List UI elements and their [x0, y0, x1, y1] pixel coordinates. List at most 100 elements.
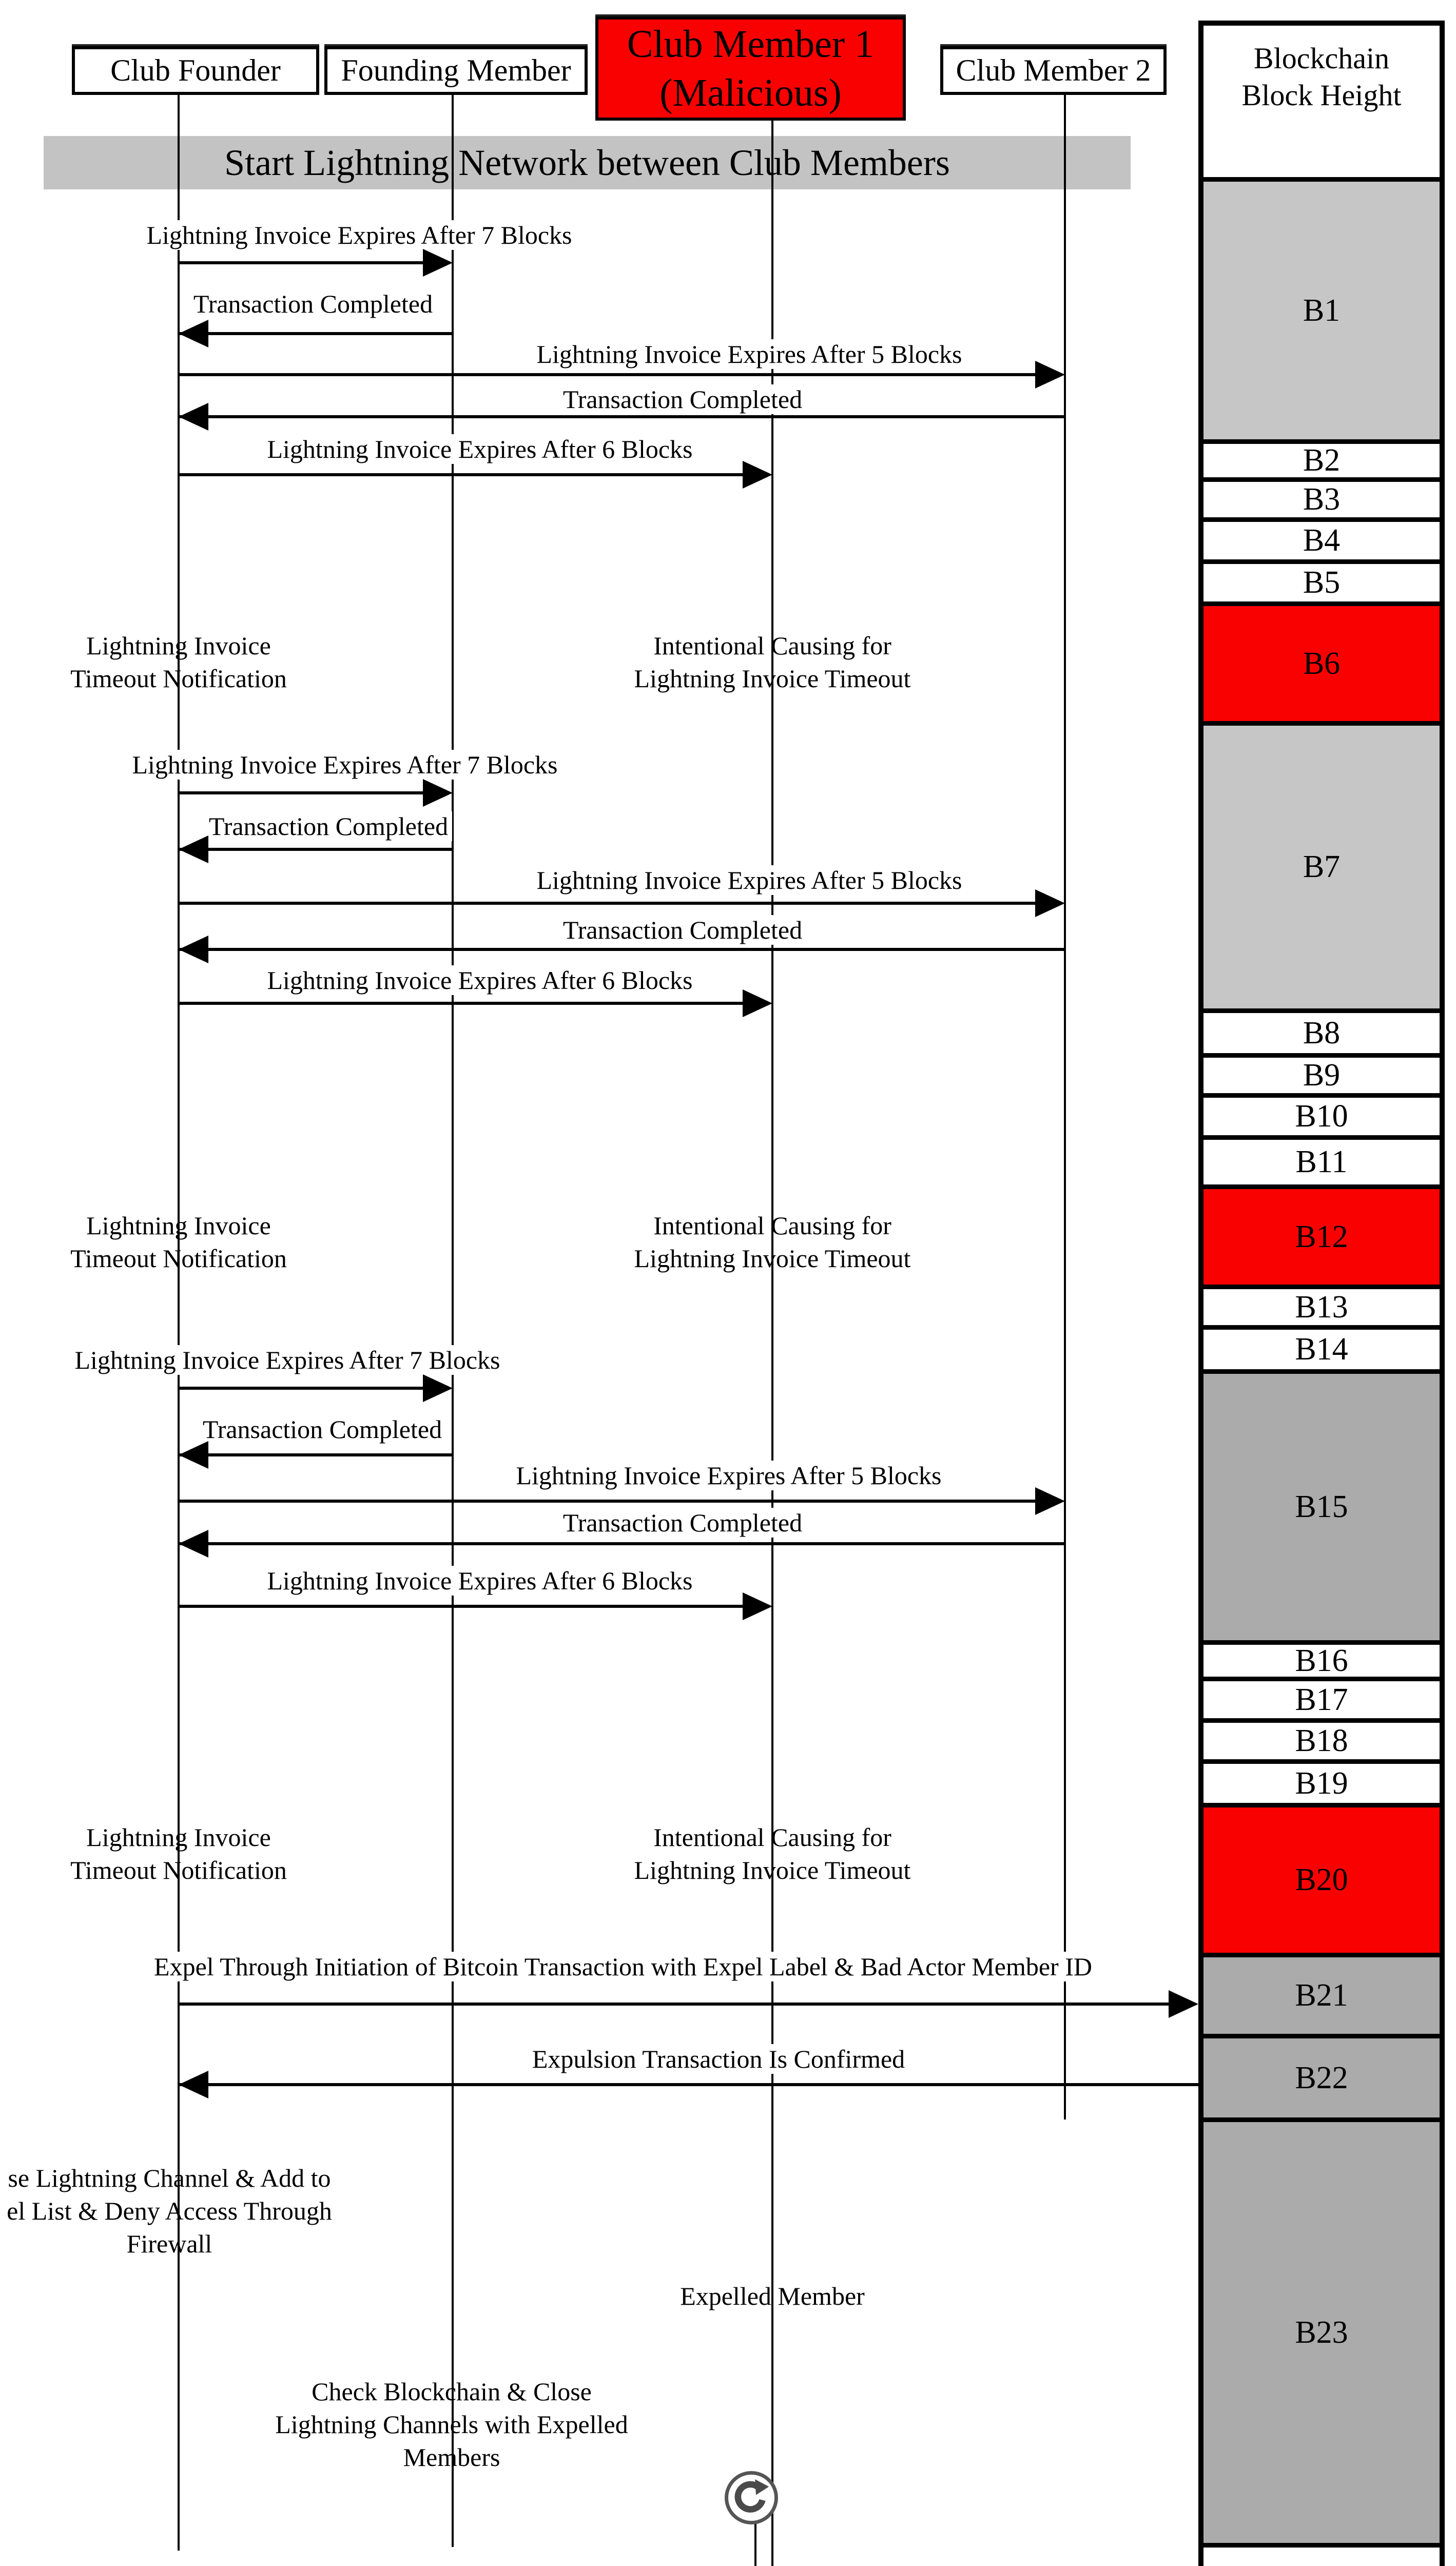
block-B3: B3 — [1203, 477, 1440, 517]
block-label: B16 — [1295, 1643, 1348, 1678]
note-close-channel-deny-access: se Lightning Channel & Add to el List & D… — [7, 2162, 332, 2260]
message-arrowhead-9 — [179, 936, 208, 963]
message-arrowhead-5 — [743, 461, 772, 489]
block-B1: B1 — [1203, 177, 1440, 439]
block-Bn: Bn — [1203, 2543, 1440, 2566]
block-label: B7 — [1303, 849, 1341, 884]
message-arrowhead-12 — [179, 1441, 208, 1469]
block-label: B2 — [1303, 443, 1341, 478]
message-line-15 — [179, 1605, 747, 1608]
message-line-3 — [179, 373, 1039, 376]
message-line-tail-14 — [204, 1542, 1065, 1545]
message-label-3: Lightning Invoice Expires After 5 Blocks — [532, 339, 966, 369]
lifeline-club-member-2 — [1064, 95, 1066, 2120]
message-line-10 — [179, 1002, 747, 1005]
message-line-13 — [179, 1500, 1039, 1503]
message-arrowhead-8 — [1035, 889, 1065, 917]
message-label-13: Lightning Invoice Expires After 5 Blocks — [512, 1461, 946, 1490]
note-line: el List & Deny Access Through — [7, 2196, 332, 2225]
block-label: B6 — [1303, 646, 1341, 681]
message-label-7: Transaction Completed — [204, 811, 453, 841]
note-expelled-member: Expelled Member — [680, 2280, 865, 2312]
block-label: B23 — [1295, 2315, 1348, 2350]
block-label: B22 — [1295, 2060, 1348, 2095]
block-B19: B19 — [1203, 1759, 1440, 1803]
block-B16: B16 — [1203, 1640, 1440, 1678]
note-line: Lightning Invoice Timeout — [634, 1244, 911, 1273]
actor-label: Club Member 2 — [956, 53, 1151, 87]
message-label-17: Expulsion Transaction Is Confirmed — [528, 2044, 909, 2074]
block-label: B14 — [1295, 1332, 1348, 1367]
message-line-8 — [179, 902, 1039, 905]
block-B4: B4 — [1203, 517, 1440, 559]
block-B7: B7 — [1203, 721, 1440, 1008]
message-line-tail-17 — [204, 2083, 1198, 2086]
block-label: B11 — [1295, 1144, 1348, 1179]
message-line-tail-2 — [204, 332, 453, 335]
note-line: Timeout Notification — [70, 1856, 287, 1884]
note-line: Lightning Channels with Expelled — [275, 2410, 628, 2439]
block-B2: B2 — [1203, 439, 1440, 478]
message-line-5 — [179, 473, 747, 476]
block-label: B21 — [1295, 1978, 1348, 2013]
actor-label: Club Member 1 — [627, 22, 875, 66]
note-line: Timeout Notification — [70, 664, 287, 693]
note-line: Lightning Invoice Timeout — [634, 1856, 911, 1884]
block-B12: B12 — [1203, 1184, 1440, 1285]
message-line-tail-4 — [204, 415, 1065, 418]
message-arrowhead-7 — [179, 835, 208, 863]
message-arrowhead-6 — [423, 779, 453, 807]
note-line: Lightning Invoice — [86, 1211, 271, 1240]
message-label-16: Expel Through Initiation of Bitcoin Tran… — [150, 1952, 1096, 1981]
block-label: B18 — [1295, 1723, 1348, 1758]
message-line-tail-9 — [204, 948, 1065, 951]
block-label: B3 — [1303, 482, 1341, 517]
block-label: B12 — [1295, 1219, 1348, 1254]
message-arrowhead-3 — [1035, 361, 1065, 388]
start-banner-label: Start Lightning Network between Club Mem… — [224, 142, 950, 183]
actor-box-club-member-2: Club Member 2 — [940, 46, 1167, 95]
block-label: B9 — [1303, 1058, 1341, 1093]
block-B17: B17 — [1203, 1677, 1440, 1718]
message-label-9: Transaction Completed — [558, 915, 807, 945]
note-line: Intentional Causing for — [653, 1211, 891, 1240]
block-B9: B9 — [1203, 1053, 1440, 1093]
message-label-12: Transaction Completed — [198, 1414, 446, 1444]
message-arrowhead-2 — [179, 320, 208, 347]
lifeline-founding-member — [452, 95, 454, 2547]
block-B23: B23 — [1203, 2117, 1440, 2543]
block-B6: B6 — [1203, 601, 1440, 721]
actor-box-club-member-1-malicious: Club Member 1(Malicious) — [595, 16, 906, 121]
block-label: B19 — [1295, 1765, 1348, 1801]
message-label-1: Lightning Invoice Expires After 7 Blocks — [142, 220, 576, 250]
message-label-5: Lightning Invoice Expires After 6 Blocks — [263, 434, 697, 464]
note-line: Check Blockchain & Close — [312, 2377, 592, 2406]
block-B8: B8 — [1203, 1008, 1440, 1053]
message-arrowhead-11 — [423, 1374, 453, 1402]
block-B21: B21 — [1203, 1953, 1440, 2034]
message-label-10: Lightning Invoice Expires After 6 Blocks — [263, 965, 697, 995]
message-arrowhead-10 — [743, 989, 772, 1017]
block-label: B4 — [1303, 523, 1341, 558]
message-line-16 — [179, 2003, 1173, 2006]
note-line: Lightning Invoice Timeout — [634, 664, 911, 693]
clockwise-arrow-icon — [734, 2479, 769, 2513]
message-label-4: Transaction Completed — [558, 384, 807, 414]
message-label-6: Lightning Invoice Expires After 7 Blocks — [128, 750, 562, 780]
blockchain-header-line: Blockchain — [1253, 42, 1390, 75]
block-B11: B11 — [1203, 1135, 1440, 1184]
message-arrowhead-16 — [1169, 1990, 1198, 2018]
note-line: Intentional Causing for — [653, 631, 891, 660]
repeat-loop-icon — [725, 2471, 778, 2524]
block-label: B17 — [1295, 1682, 1348, 1717]
message-line-tail-12 — [204, 1453, 453, 1456]
message-line-11 — [179, 1387, 427, 1390]
note-line: se Lightning Channel & Add to — [8, 2164, 331, 2192]
block-B20: B20 — [1203, 1803, 1440, 1953]
note-line: Lightning Invoice — [86, 631, 271, 660]
